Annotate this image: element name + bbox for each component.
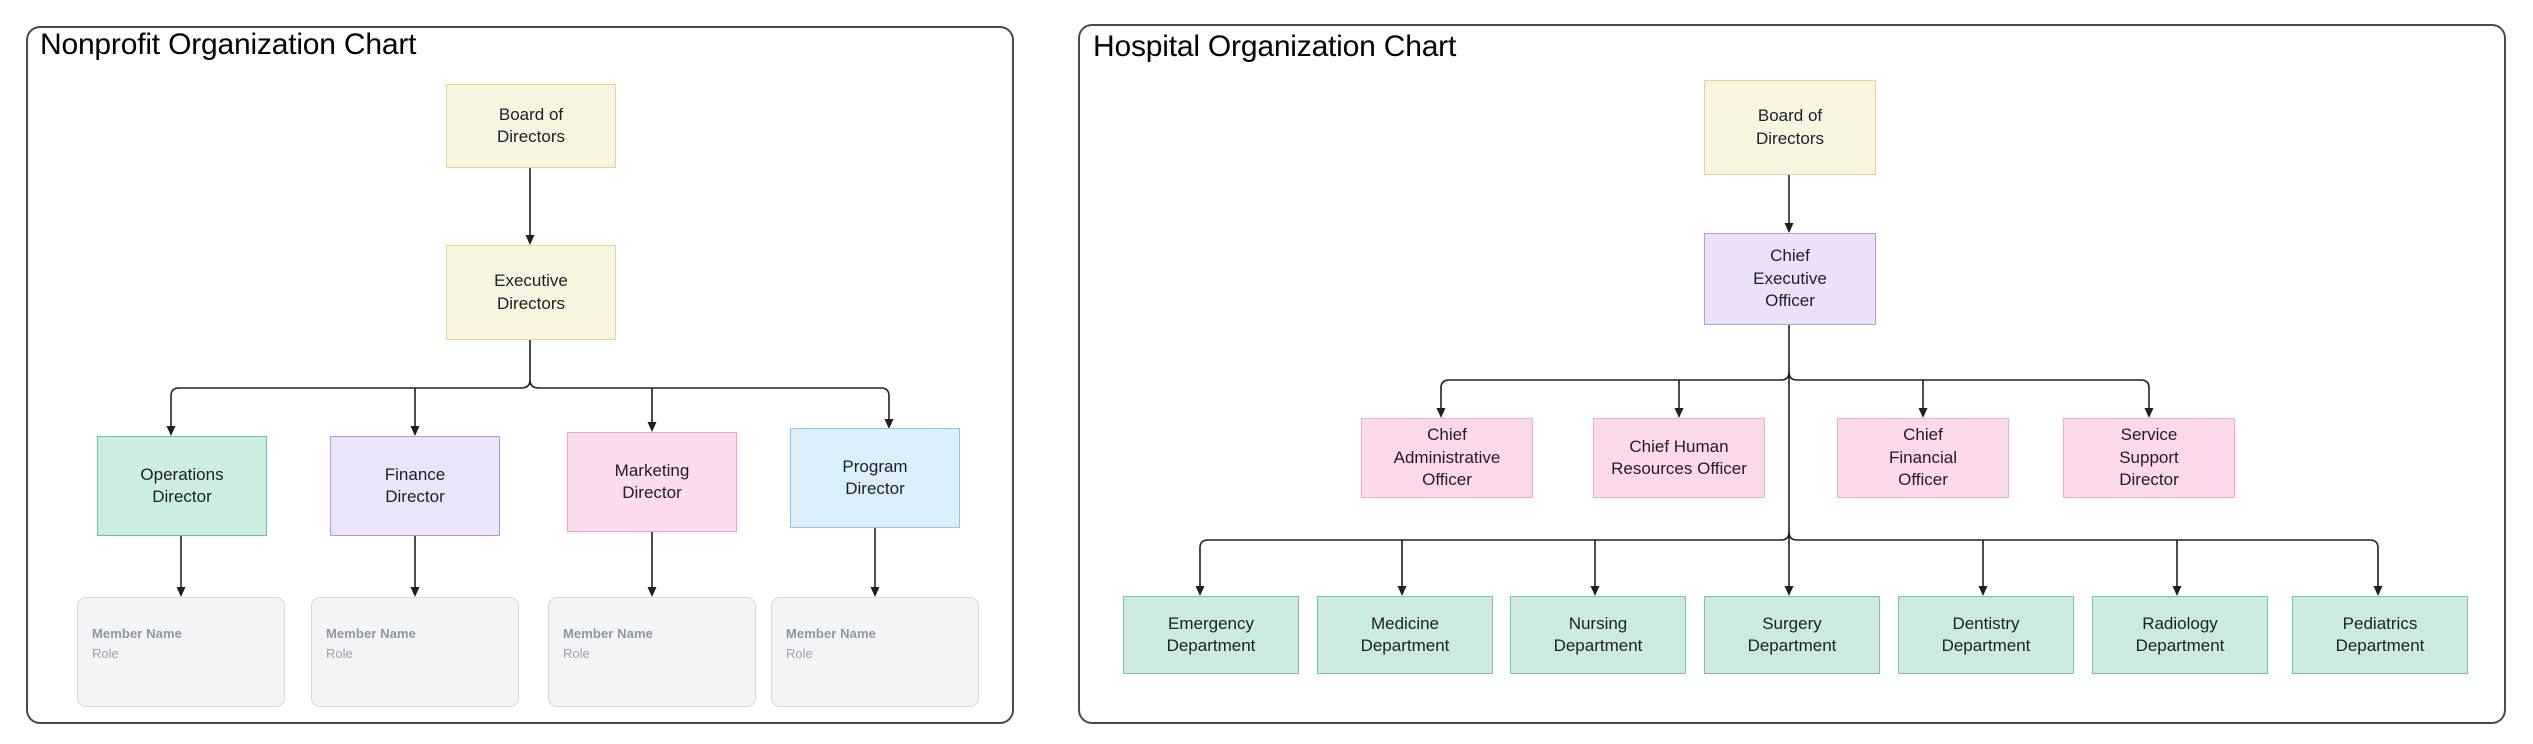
node-label-line2: Financial — [1888, 447, 1958, 467]
node-label-line1: Operations — [140, 464, 224, 484]
hospital-panel-title: Hospital Organization Chart — [1093, 30, 1457, 63]
node-label-line3: Officer — [1898, 470, 1948, 490]
node-label-line1: Chief — [1427, 425, 1467, 445]
node-marketing-director[interactable]: Marketing Director — [567, 432, 737, 532]
node-label-line2: Director — [152, 487, 212, 506]
node-label-line2: Directors — [496, 293, 565, 313]
node-label-line2: Department — [1360, 636, 1450, 655]
node-program-director[interactable]: Program Director — [790, 428, 960, 528]
member-card[interactable]: Member Name Role — [771, 597, 979, 707]
node-chief-administrative-officer[interactable]: Chief Administrative Officer — [1361, 418, 1533, 498]
node-chief-human-resources-officer[interactable]: Chief Human Resources Officer — [1593, 418, 1765, 498]
node-label-line1: Finance — [384, 464, 446, 484]
node-label-line2: Department — [1553, 636, 1643, 655]
node-label-line1: Radiology — [2142, 613, 2218, 633]
node-surgery-department[interactable]: Surgery Department — [1704, 596, 1880, 674]
node-board-of-directors-nonprofit[interactable]: Board of Directors — [446, 84, 616, 168]
node-label-line2: Department — [2335, 636, 2425, 655]
node-operations-director[interactable]: Operations Director — [97, 436, 267, 536]
node-label-line3: Officer — [1422, 470, 1472, 490]
node-label-line2: Directors — [1755, 128, 1824, 148]
node-label-line1: Chief — [1903, 425, 1943, 445]
node-label-line1: Nursing — [1568, 613, 1628, 633]
node-executive-directors[interactable]: Executive Directors — [446, 245, 616, 340]
member-role: Role — [563, 645, 590, 661]
node-finance-director[interactable]: Finance Director — [330, 436, 500, 536]
member-name: Member Name — [326, 626, 416, 641]
node-label-line1: Chief — [1770, 246, 1810, 266]
node-label-line2: Director — [622, 483, 682, 502]
node-label-line2: Administrative — [1393, 447, 1501, 467]
node-board-of-directors-hospital[interactable]: Board of Directors — [1704, 80, 1876, 175]
node-label-line1: Chief Human — [1629, 436, 1729, 456]
member-role: Role — [92, 645, 119, 661]
node-label-line1: Executive — [494, 271, 568, 291]
member-name: Member Name — [563, 626, 653, 641]
node-label-line1: Dentistry — [1952, 613, 2020, 633]
node-label-line1: Marketing — [614, 460, 690, 480]
node-label-line3: Officer — [1765, 291, 1815, 311]
nonprofit-panel-title: Nonprofit Organization Chart — [40, 28, 417, 61]
node-label-line2: Support — [2119, 447, 2179, 467]
node-nursing-department[interactable]: Nursing Department — [1510, 596, 1686, 674]
node-chief-executive-officer[interactable]: Chief Executive Officer — [1704, 233, 1876, 325]
node-label-line2: Director — [845, 479, 905, 498]
node-label-line1: Board of — [498, 104, 564, 124]
node-label-line1: Medicine — [1370, 613, 1440, 633]
node-label-line1: Pediatrics — [2342, 613, 2418, 633]
node-chief-financial-officer[interactable]: Chief Financial Officer — [1837, 418, 2009, 498]
node-dentistry-department[interactable]: Dentistry Department — [1898, 596, 2074, 674]
member-role: Role — [786, 645, 813, 661]
member-name: Member Name — [786, 626, 876, 641]
node-service-support-director[interactable]: Service Support Director — [2063, 418, 2235, 498]
node-label-line2: Executive — [1753, 268, 1827, 288]
node-label-line1: Service — [2120, 425, 2178, 445]
node-pediatrics-department[interactable]: Pediatrics Department — [2292, 596, 2468, 674]
node-label-line1: Emergency — [1168, 613, 1254, 633]
node-label-line2: Directors — [496, 127, 565, 146]
node-label-line2: Department — [1941, 636, 2031, 655]
node-medicine-department[interactable]: Medicine Department — [1317, 596, 1493, 674]
node-label-line2: Director — [385, 487, 445, 506]
node-label-line2: Department — [2135, 636, 2225, 655]
node-label-line1: Board of — [1757, 106, 1823, 126]
node-label-line3: Director — [2119, 470, 2179, 490]
member-card[interactable]: Member Name Role — [311, 597, 519, 707]
member-name: Member Name — [92, 626, 182, 641]
node-radiology-department[interactable]: Radiology Department — [2092, 596, 2268, 674]
node-label-line1: Program — [842, 456, 908, 476]
node-emergency-department[interactable]: Emergency Department — [1123, 596, 1299, 674]
member-card[interactable]: Member Name Role — [548, 597, 756, 707]
member-card[interactable]: Member Name Role — [77, 597, 285, 707]
node-label-line2: Department — [1166, 636, 1256, 655]
node-label-line1: Surgery — [1762, 613, 1822, 633]
member-role: Role — [326, 645, 353, 661]
node-label-line2: Department — [1747, 636, 1837, 655]
node-label-line2: Resources Officer — [1611, 459, 1747, 478]
